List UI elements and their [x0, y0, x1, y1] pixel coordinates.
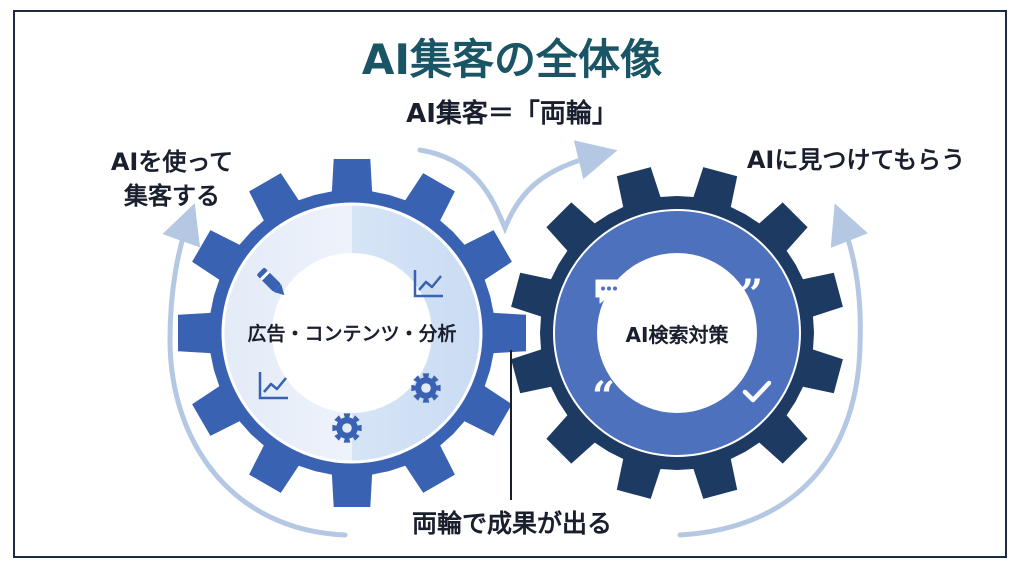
- quote-open-icon: “: [592, 373, 615, 420]
- chat-bubble-icon: [595, 279, 623, 304]
- line-chart-icon: [258, 372, 288, 400]
- checkmark-icon: [742, 380, 772, 403]
- left-gear: 広告・コンテンツ・分析: [178, 159, 526, 507]
- quote-close-icon: ”: [740, 271, 763, 318]
- gear-icon: [332, 413, 362, 443]
- right-label: AIに見つけてもらう: [747, 146, 965, 174]
- pen-icon: [257, 267, 285, 296]
- left-gear-center: [272, 253, 432, 413]
- left-cycle-arrow: [162, 203, 348, 538]
- gear-icon: [411, 373, 441, 403]
- svg-text:“: “: [592, 373, 615, 420]
- right-gear-center: [597, 253, 757, 413]
- right-gear-center-text: AI検索対策: [626, 323, 730, 347]
- bottom-caption: 両輪で成果が出る: [412, 509, 612, 538]
- right-gear-ring-rim: [553, 209, 801, 457]
- left-gear-ring-rim: [221, 202, 483, 464]
- left-label-line1: AIを使って: [111, 148, 233, 176]
- page-title: AI集客の全体像: [362, 35, 662, 84]
- top-connector-arc: [417, 140, 618, 235]
- left-gear-center-text: 広告・コンテンツ・分析: [247, 322, 456, 345]
- left-label-line2: 集客する: [123, 182, 220, 210]
- svg-text:”: ”: [740, 271, 763, 318]
- right-cycle-arrow: [677, 203, 868, 538]
- line-chart-icon: [413, 270, 443, 298]
- right-gear: ” “ AI検索対策: [511, 167, 843, 499]
- subtitle: AI集客＝「両輪」: [406, 98, 618, 129]
